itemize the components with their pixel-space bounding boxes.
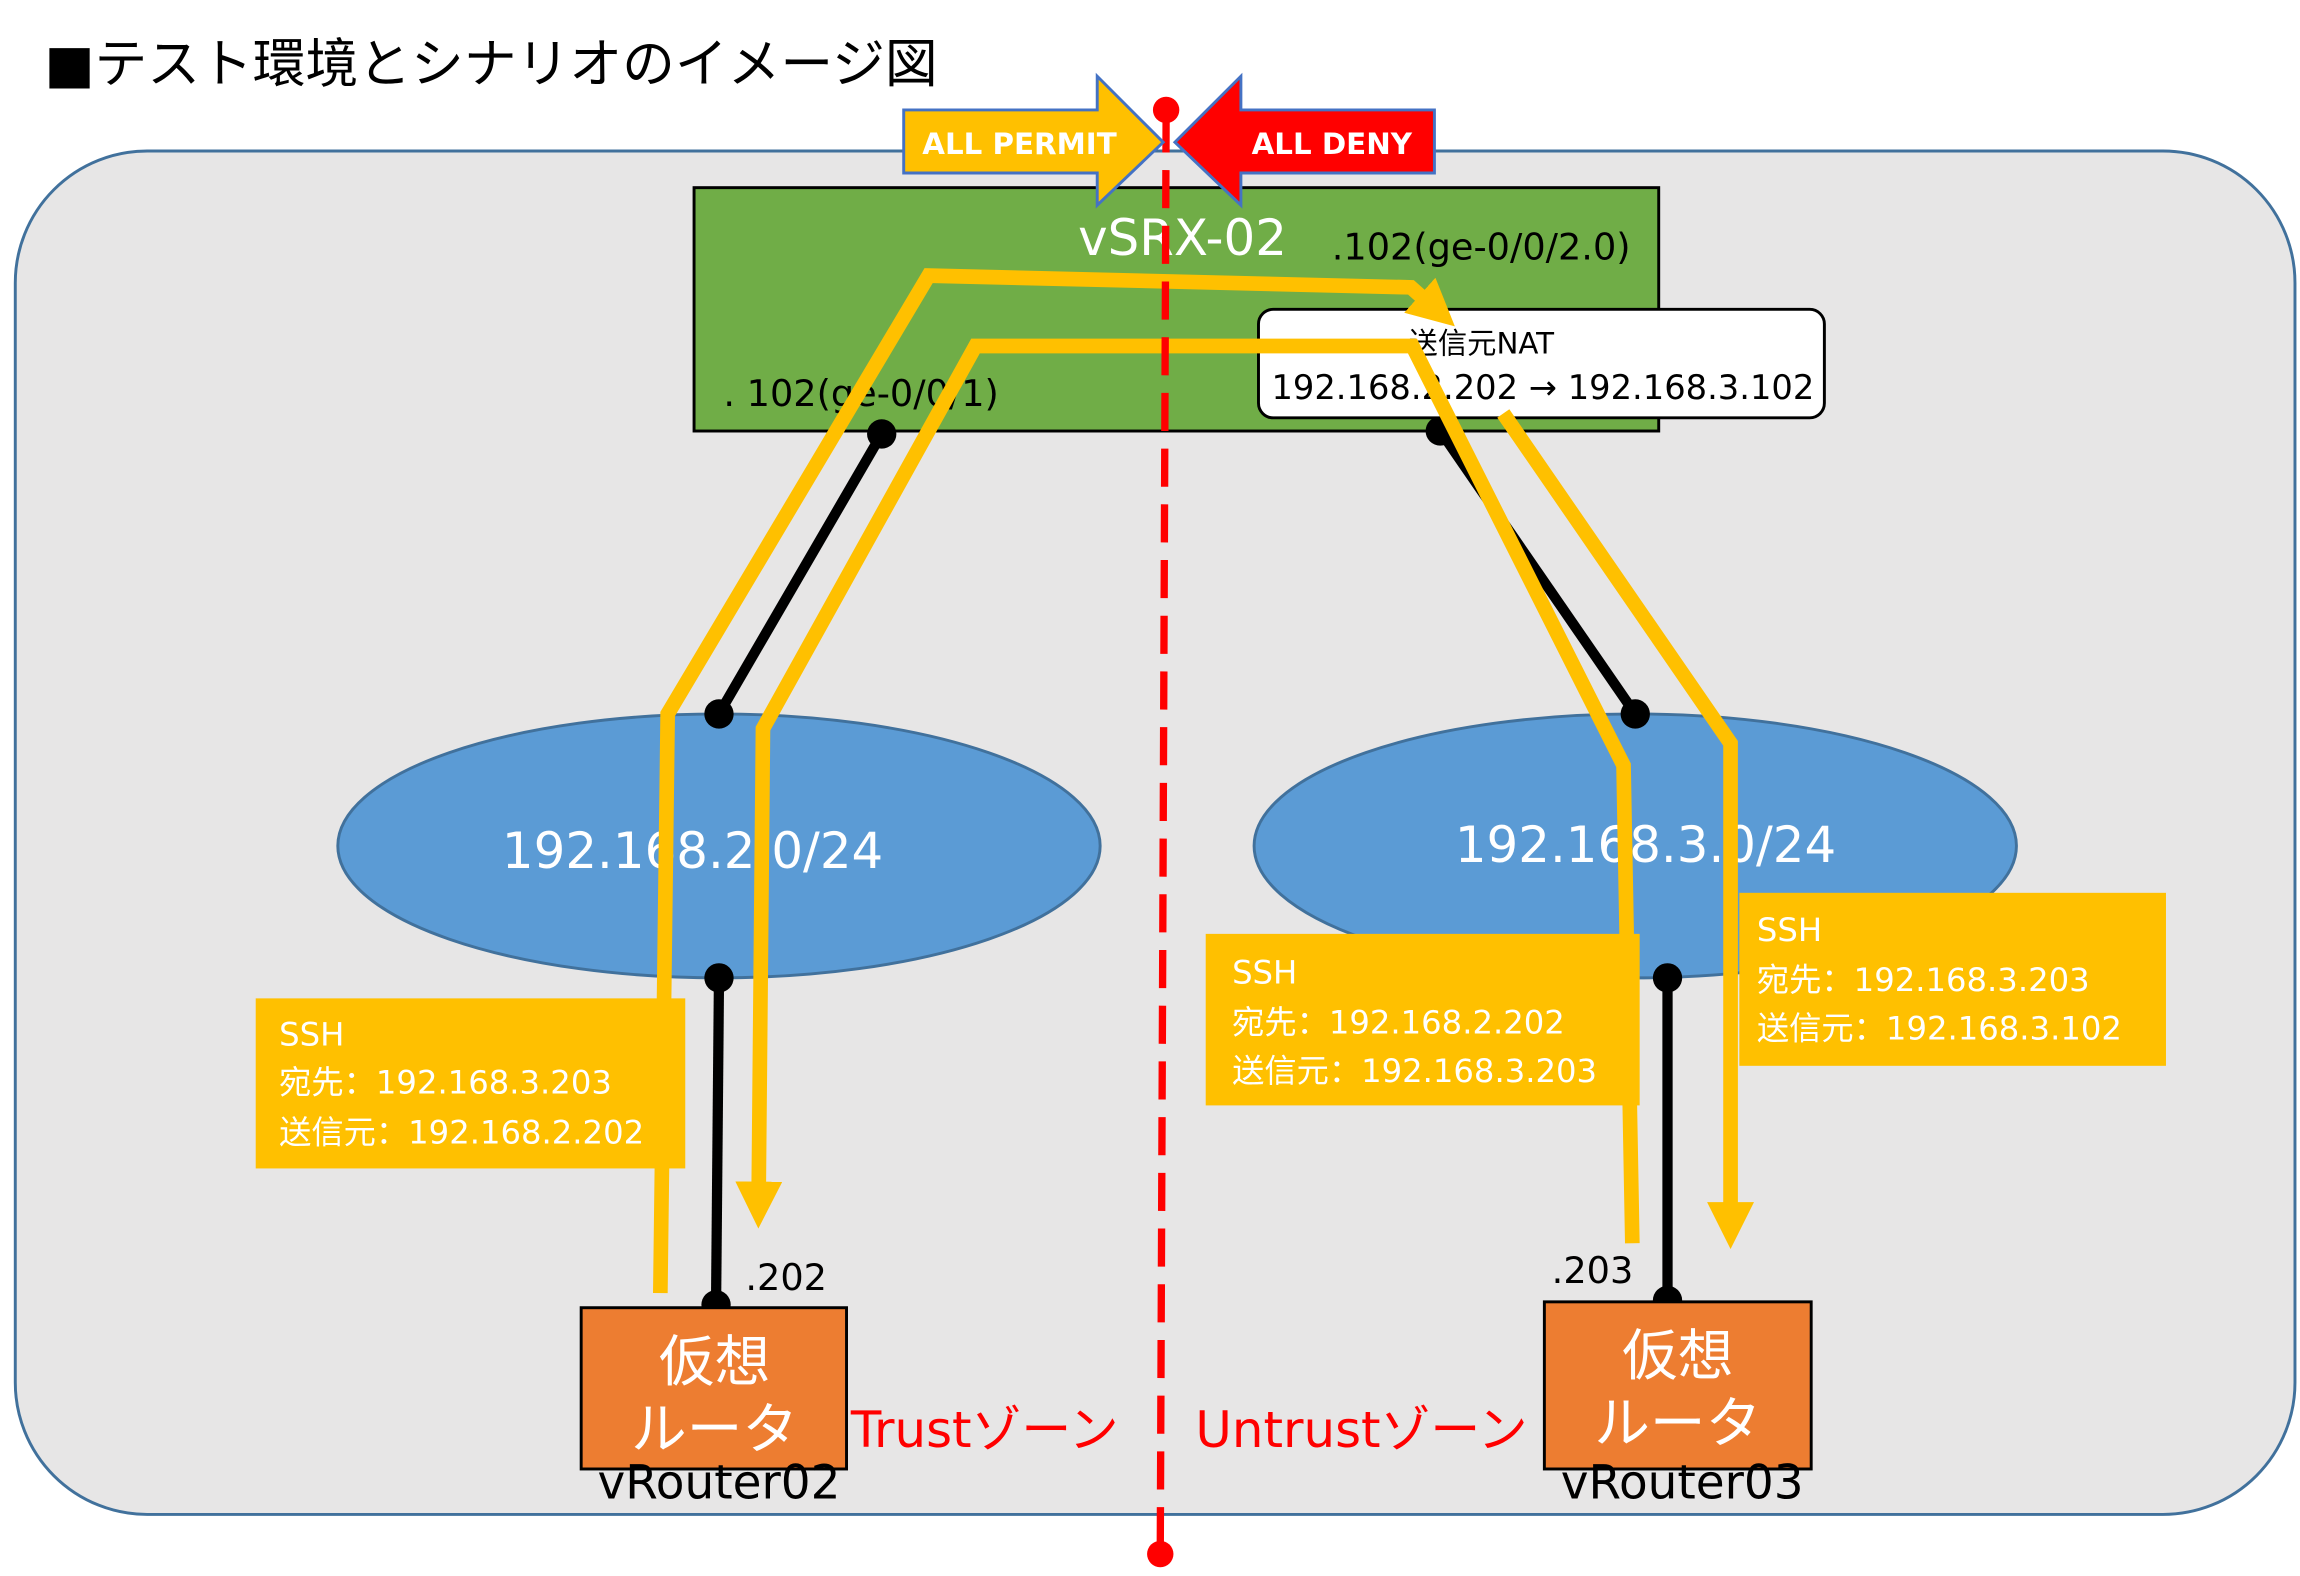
nat-box: [1257, 307, 1826, 420]
router03-name: vRouter03: [1561, 1455, 1804, 1510]
ssh-box-1-proto: SSH: [279, 1015, 344, 1053]
router02-type-line1: 仮想: [659, 1330, 770, 1395]
nat-rule: 192.168.2.202 → 192.168.3.102: [1271, 368, 1814, 407]
network-untrust-label: 192.168.3.0/24: [1455, 816, 1836, 874]
router03-address: .203: [1552, 1249, 1634, 1292]
router03-type-line2: ルータ: [1594, 1392, 1761, 1457]
router02-type-line2: ルータ: [631, 1397, 798, 1462]
untrust-zone-label: Untrustゾーン: [1195, 1401, 1527, 1459]
firewall-name: vSRX-02: [1078, 209, 1287, 267]
network-trust-label: 192.168.2.0/24: [502, 822, 883, 880]
router02-address: .202: [745, 1256, 827, 1299]
nat-title: 送信元NAT: [1409, 326, 1555, 360]
diagram-title: ■テスト環境とシナリオのイメージ図: [45, 34, 938, 95]
trust-zone-label: Trustゾーン: [850, 1401, 1119, 1459]
traffic-flows: [653, 268, 1755, 1294]
flow-request-trust: [653, 268, 1455, 1294]
router02-name: vRouter02: [598, 1455, 841, 1510]
link-trust-router02: [710, 977, 725, 1305]
untrust-interface-label: .102(ge-0/0/2.0): [1332, 225, 1631, 268]
ssh-box-3-src: 送信元：192.168.3.102: [1757, 1009, 2122, 1047]
permit-label: ALL PERMIT: [922, 127, 1116, 161]
ssh-box-3: SSH 宛先：192.168.3.203 送信元：192.168.3.102: [1739, 892, 2166, 1066]
ssh-box-2-dst: 宛先：192.168.2.202: [1232, 1004, 1565, 1042]
zone-boundary-line: [1156, 114, 1170, 1552]
deny-arrow: ALL DENY: [1172, 72, 1436, 209]
link-fw-trust: [714, 431, 887, 717]
ssh-box-1: SSH 宛先：192.168.3.203 送信元：192.168.2.202: [255, 998, 686, 1169]
ssh-box-2: SSH 宛先：192.168.2.202 送信元：192.168.3.203: [1205, 933, 1640, 1106]
router-vrouter02: [579, 1306, 848, 1471]
permit-arrow: ALL PERMIT: [902, 72, 1166, 209]
ssh-box-3-proto: SSH: [1757, 911, 1822, 949]
ssh-box-2-proto: SSH: [1232, 954, 1297, 992]
ssh-box-2-src: 送信元：192.168.3.203: [1232, 1052, 1597, 1090]
router03-type-line1: 仮想: [1622, 1324, 1733, 1389]
flow-natted-to-router03: [1497, 409, 1755, 1250]
ssh-box-3-dst: 宛先：192.168.3.203: [1757, 961, 2090, 999]
ssh-box-1-dst: 宛先：192.168.3.203: [279, 1064, 612, 1102]
ssh-box-1-src: 送信元：192.168.2.202: [279, 1114, 644, 1152]
zone-boundary-top-dot: [1152, 96, 1180, 124]
zone-boundary-bottom-dot: [1147, 1540, 1174, 1568]
router-vrouter03: [1542, 1300, 1813, 1471]
deny-label: ALL DENY: [1252, 127, 1413, 161]
flow-reply-to-router02: [735, 338, 1640, 1244]
